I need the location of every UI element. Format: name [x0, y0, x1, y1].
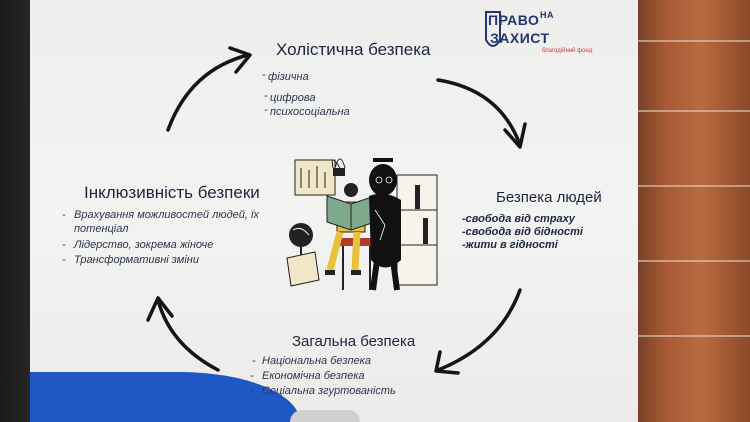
- top-dash: -: [264, 90, 268, 102]
- right-item-2: -свобода від бідності: [462, 226, 583, 238]
- logo-tagline: благодійний фонд: [542, 48, 593, 54]
- bottom-item-1: Національна безпека: [262, 355, 371, 367]
- bottom-dash: -: [250, 370, 254, 382]
- right-item-1: -свобода від страху: [462, 213, 575, 225]
- bottom-item-2: Економічна безпека: [262, 370, 365, 382]
- shield-icon: [485, 11, 501, 47]
- top-heading: Холістична безпека: [276, 40, 431, 59]
- right-heading: Безпека людей: [496, 189, 602, 206]
- top-dash: -: [264, 104, 268, 116]
- audience-head: [290, 410, 360, 422]
- logo-line1: ПРАВО: [488, 12, 540, 28]
- top-item-1: фізична: [268, 71, 309, 83]
- top-item-3: психосоціальна: [270, 106, 350, 118]
- left-item-4: Трансформативні зміни: [74, 254, 199, 266]
- bottom-dash: -: [250, 385, 254, 397]
- left-item-1: Врахування можливостей людей, їх: [74, 209, 259, 221]
- logo-line1-small: НА: [540, 10, 554, 20]
- left-item-3: Лідерство, зокрема жіноче: [74, 239, 214, 251]
- bottom-dash: -: [252, 355, 256, 367]
- logo-line2: ЗАХИСТ: [490, 30, 550, 46]
- left-dash: -: [62, 239, 66, 251]
- left-dash: -: [62, 254, 66, 266]
- left-item-2: потенціал: [74, 223, 129, 235]
- logo: ПРАВО НА ЗАХИСТ благодійний фонд: [482, 8, 602, 58]
- brick-wall: [630, 0, 750, 422]
- reading-person-illustration: [286, 158, 438, 291]
- right-item-3: -жити в гідності: [462, 239, 558, 251]
- bottom-item-3: Соціальна згуртованість: [262, 385, 396, 397]
- left-heading: Інклюзивність безпеки: [84, 183, 260, 202]
- top-dash: -: [262, 69, 266, 81]
- left-dash: -: [62, 209, 66, 221]
- top-item-2: цифрова: [270, 92, 316, 104]
- bottom-heading: Загальна безпека: [292, 333, 416, 350]
